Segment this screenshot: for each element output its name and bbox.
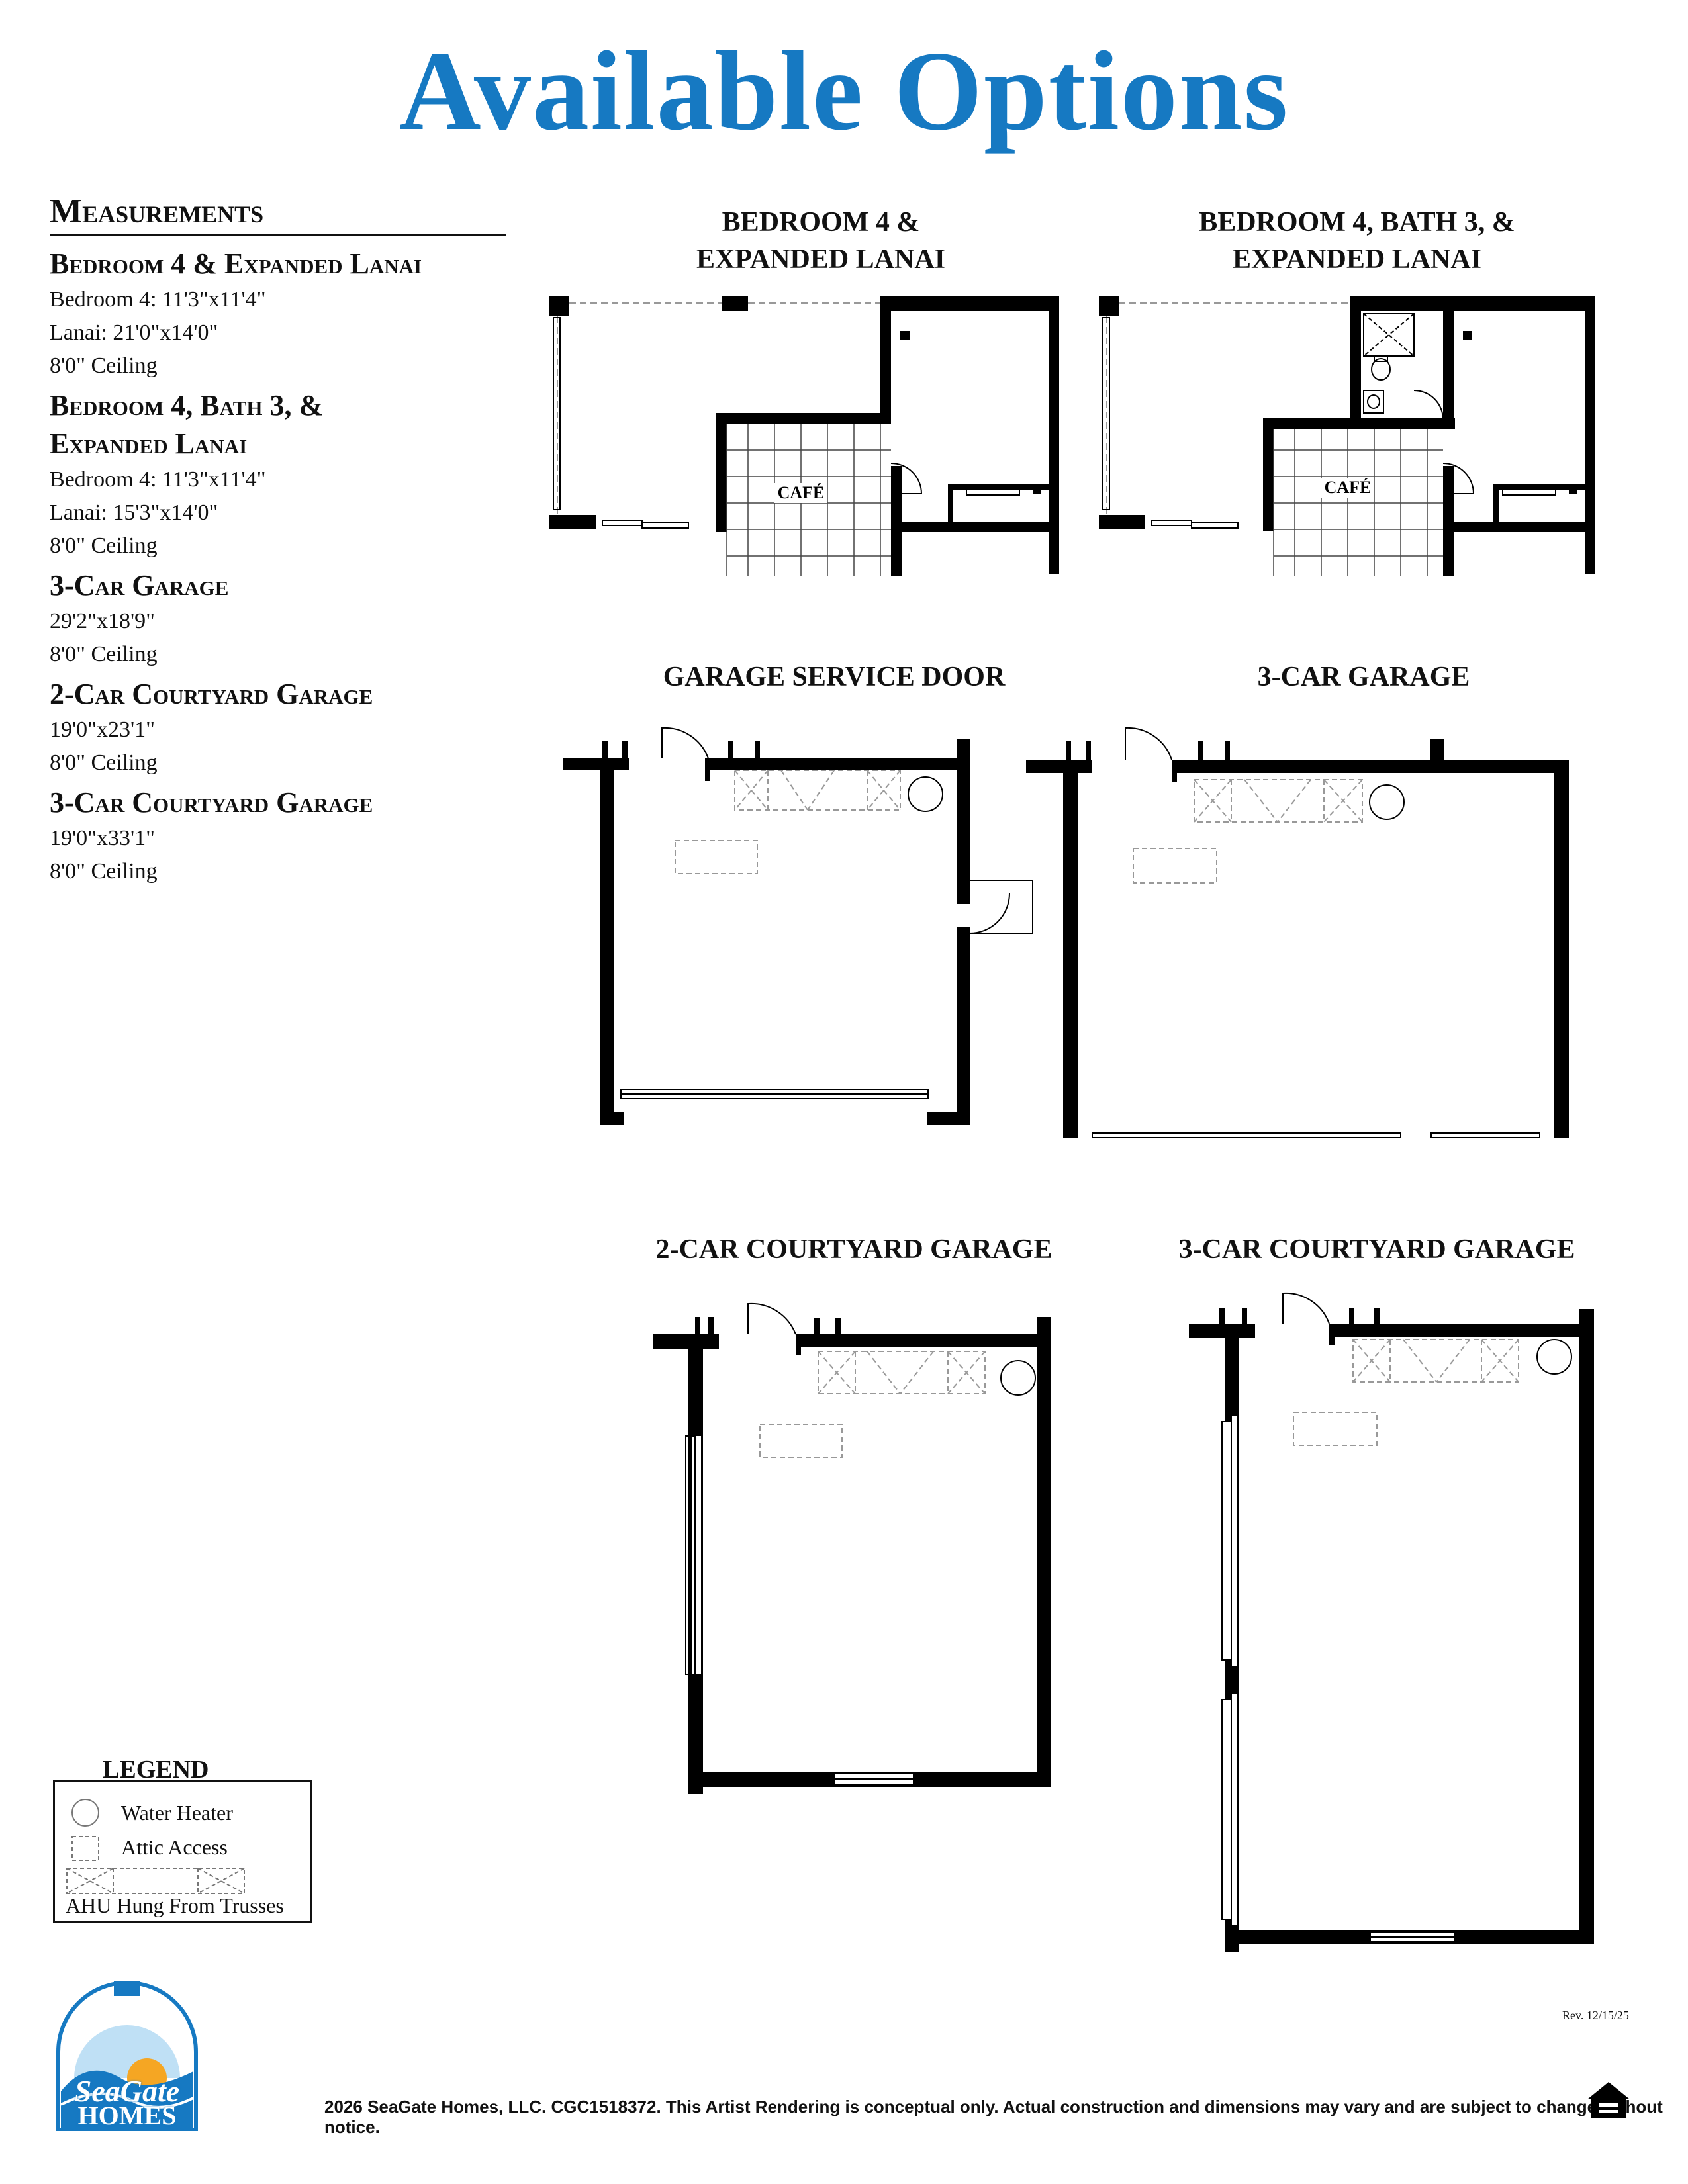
option-line: Bedroom 4: 11'3"x11'4" (50, 287, 266, 312)
option-title: 3-Car Courtyard Garage (50, 786, 373, 819)
legend: Water Heater Attic Access AHU Hung From … (53, 1780, 312, 1923)
water-heater-icon (71, 1799, 99, 1827)
legend-title: LEGEND (103, 1756, 209, 1784)
option-line: 8'0" Ceiling (50, 751, 158, 775)
option-line: Lanai: 21'0"x14'0" (50, 320, 218, 345)
plan-label-bed4-bath3-lanai: Bedroom 4, Bath 3, & Expanded Lanai (1199, 207, 1515, 275)
plan-label-3-car-garage: 3-Car Garage (1257, 662, 1470, 692)
legend-item-water-heater: Water Heater (121, 1801, 233, 1825)
attic-access-icon (71, 1836, 99, 1861)
option-title: Bedroom 4 & Expanded Lanai (50, 248, 422, 280)
option-bed4-bath3-lanai: Bedroom 4, Bath 3, & Expanded Lanai Bedr… (50, 387, 513, 563)
room-label-cafe: CAFÉ (1325, 478, 1372, 497)
option-line: Lanai: 15'3"x14'0" (50, 500, 218, 525)
floorplan-2-car-courtyard (653, 1302, 1051, 1794)
legend-item-attic-access: Attic Access (121, 1835, 228, 1859)
footer-disclaimer: 2026 SeaGate Homes, LLC. CGC1518372. Thi… (324, 2097, 1663, 2137)
option-title: 2-Car Courtyard Garage (50, 678, 373, 710)
plan-label-bed4-lanai: Bedroom 4 & Expanded Lanai (696, 207, 946, 275)
floorplan-garage-service-door (563, 727, 1033, 1125)
option-line: 19'0"x23'1" (50, 717, 156, 742)
measurements-panel: Measurements Bedroom 4 & Expanded Lanai … (50, 192, 513, 888)
option-3-car-courtyard: 3-Car Courtyard Garage 19'0"x33'1" 8'0" … (50, 784, 513, 888)
plan-label-garage-service-door: Garage Service Door (663, 662, 1006, 692)
room-label-cafe: CAFÉ (778, 483, 825, 502)
logo-emblem-icon (56, 1981, 198, 2132)
ahu-icon (66, 1868, 245, 1894)
option-line: 29'2"x18'9" (50, 609, 156, 633)
option-line: 8'0" Ceiling (50, 353, 158, 378)
option-bed4-lanai: Bedroom 4 & Expanded Lanai Bedroom 4: 11… (50, 245, 513, 383)
plan-label-2-car-courtyard: 2-Car Courtyard Garage (655, 1234, 1053, 1265)
floorplan-3-car-garage (1026, 727, 1569, 1138)
logo-text-line2: HOMES (77, 2101, 177, 2130)
option-line: 19'0"x33'1" (50, 826, 156, 850)
legend-item-ahu: AHU Hung From Trusses (66, 1893, 284, 1917)
option-3-car-garage: 3-Car Garage 29'2"x18'9" 8'0" Ceiling (50, 567, 513, 671)
option-line: 8'0" Ceiling (50, 533, 158, 558)
floorplan-3-car-courtyard (1189, 1292, 1594, 1952)
page-title: Available Options (399, 28, 1289, 154)
plan-label-3-car-courtyard: 3-Car Courtyard Garage (1178, 1234, 1575, 1265)
floorplan-bed4-bath3-lanai: CAFÉ (1099, 296, 1595, 576)
floorplan-bed4-lanai: CAFÉ (549, 296, 1059, 576)
logo-text-line1: SeaGate (74, 2074, 180, 2108)
option-line: Bedroom 4: 11'3"x11'4" (50, 467, 266, 492)
revision-date: Rev. 12/15/25 (1562, 2009, 1629, 2022)
equal-housing-opportunity-icon (1587, 2082, 1630, 2118)
option-line: 8'0" Ceiling (50, 642, 158, 666)
option-title: Bedroom 4, Bath 3, & Expanded Lanai (50, 389, 324, 460)
option-2-car-courtyard: 2-Car Courtyard Garage 19'0"x23'1" 8'0" … (50, 675, 513, 780)
measurements-heading: Measurements (50, 192, 506, 236)
option-title: 3-Car Garage (50, 569, 229, 602)
option-line: 8'0" Ceiling (50, 859, 158, 884)
seagate-homes-logo: SeaGate HOMES (48, 1979, 207, 2132)
